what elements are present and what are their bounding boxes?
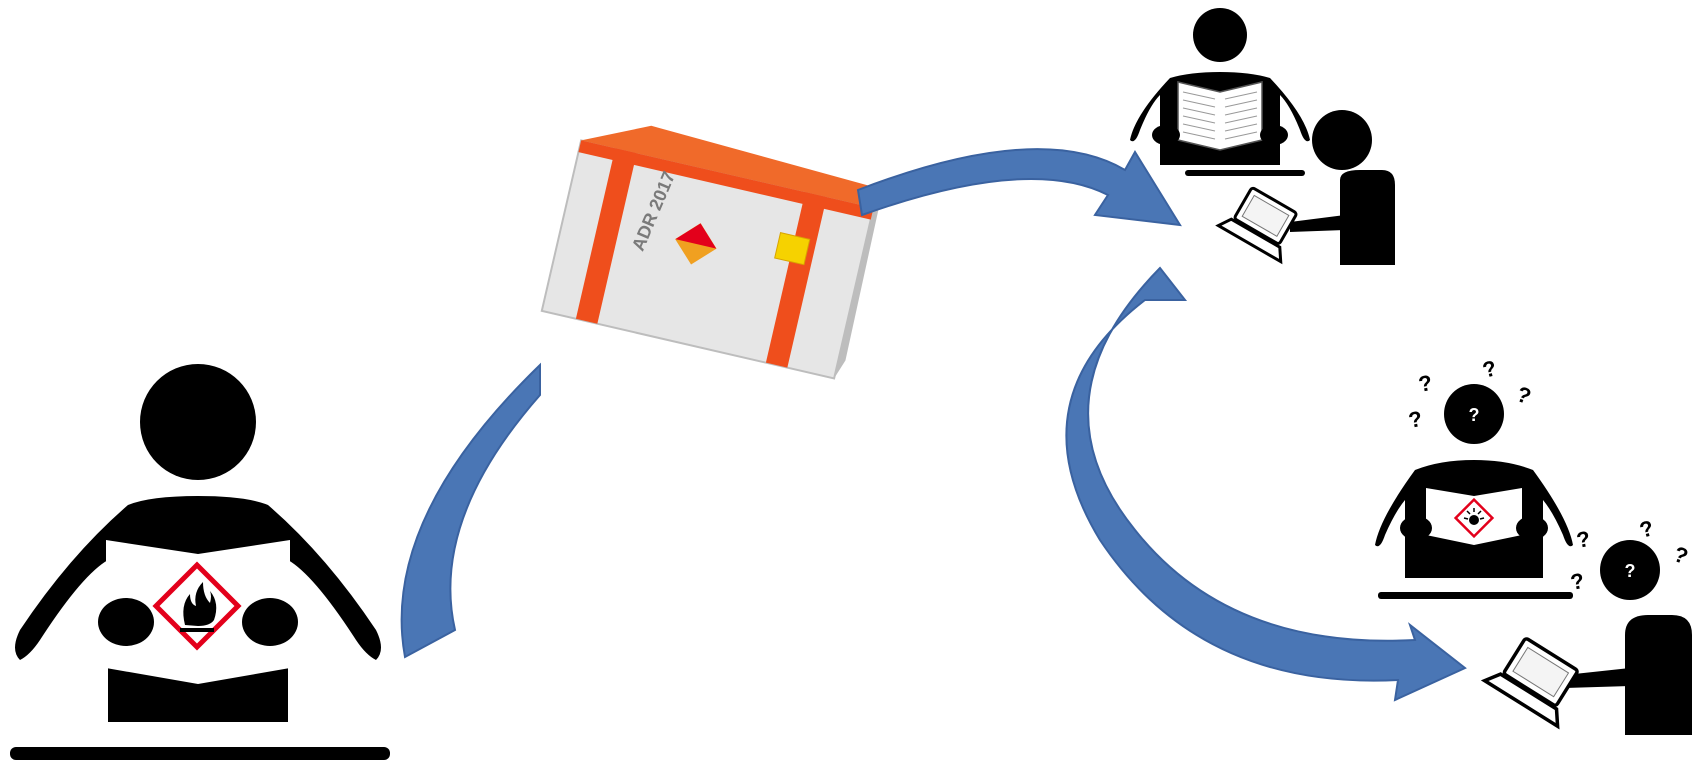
arrow-book-to-study <box>858 149 1180 225</box>
question-mark: ? <box>1513 381 1534 409</box>
reader-head-icon <box>140 364 256 480</box>
head-question-mark: ? <box>1625 561 1636 581</box>
question-mark: ? <box>1670 541 1691 569</box>
laptop-user-head-icon <box>1312 110 1372 170</box>
person-reading-hazard-pamphlet <box>10 364 390 760</box>
laptop-user-torso <box>1340 170 1395 265</box>
question-mark: ? <box>1480 355 1499 383</box>
question-mark: ? <box>1417 370 1435 397</box>
question-mark: ? <box>1407 406 1425 433</box>
study-table <box>1185 170 1305 176</box>
newspaper-icon <box>1178 82 1262 150</box>
question-mark: ? <box>1569 568 1587 595</box>
reader-right-hand <box>242 598 298 646</box>
confused-table <box>1378 592 1573 599</box>
laptop-icon <box>1218 182 1305 261</box>
question-mark: ? <box>1637 515 1656 543</box>
newspaper-reader-head-icon <box>1193 8 1247 62</box>
adr-book-image: ADR 2017 <box>542 111 887 380</box>
head-question-mark: ? <box>1469 405 1480 425</box>
laptop-icon <box>1485 631 1589 726</box>
reader-table <box>10 747 390 760</box>
reader-left-hand <box>98 598 154 646</box>
confused-laptop-user-torso <box>1625 615 1692 735</box>
arrow-reader-to-book <box>402 365 540 657</box>
people-studying-regulation <box>1130 8 1395 265</box>
question-mark: ? <box>1575 526 1593 553</box>
